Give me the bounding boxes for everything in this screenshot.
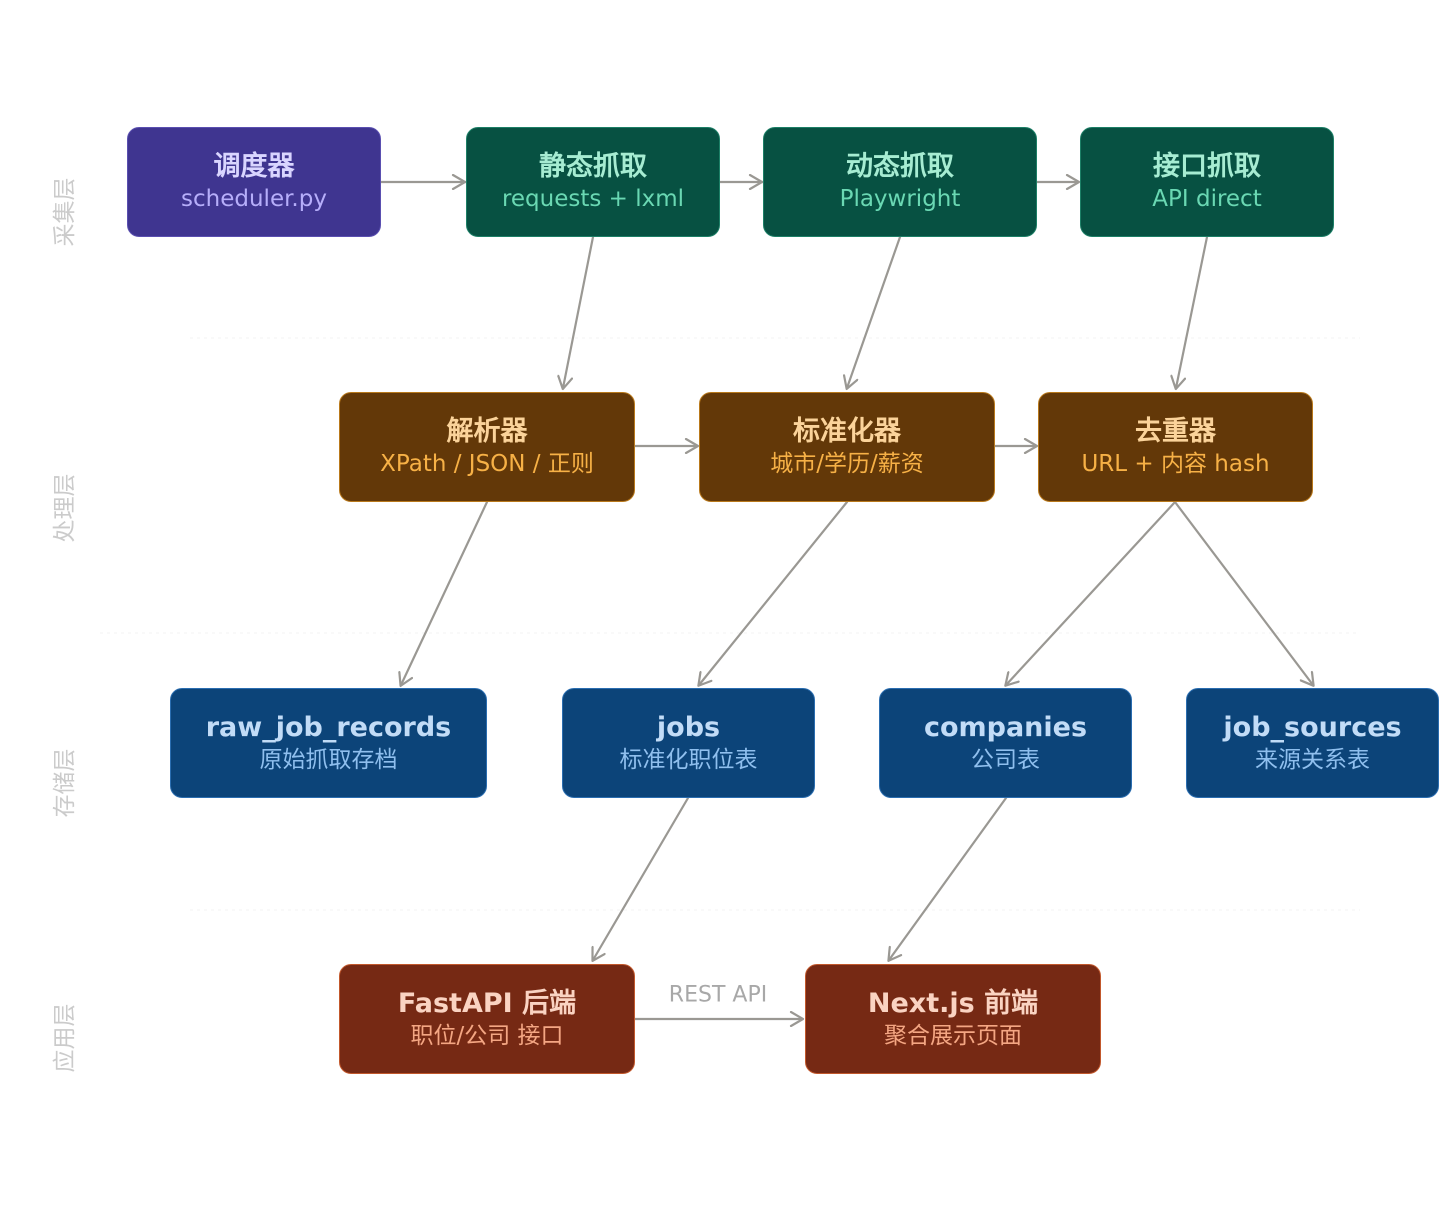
node-subtitle: 职位/公司 接口 (410, 1023, 564, 1049)
node-subtitle: Playwright (839, 186, 961, 212)
edge-api-to-dedup (1176, 235, 1209, 388)
node-subtitle: 城市/学历/薪资 (770, 451, 924, 477)
edges (379, 182, 1313, 1019)
node-subtitle: scheduler.py (181, 186, 327, 212)
node-title: 接口抓取 (1153, 151, 1261, 182)
node-parser: 解析器 XPath / JSON / 正则 (339, 392, 635, 502)
node-normalizer: 标准化器 城市/学历/薪资 (699, 392, 995, 502)
node-subtitle: 来源关系表 (1255, 747, 1370, 773)
edge-dynamic-to-normalizer (847, 235, 902, 388)
node-companies: companies 公司表 (879, 688, 1132, 798)
node-subtitle: URL + 内容 hash (1081, 451, 1270, 477)
edge-companies-to-nextjs (889, 796, 1008, 960)
layer-label-process: 处理层 (52, 473, 78, 543)
node-api-fetch: 接口抓取 API direct (1080, 127, 1334, 237)
node-title: FastAPI 后端 (397, 988, 577, 1019)
layer-label-app: 应用层 (52, 1003, 78, 1073)
node-title: 去重器 (1135, 416, 1216, 447)
node-subtitle: requests + lxml (501, 186, 685, 212)
node-title: 标准化器 (793, 416, 901, 447)
node-fastapi: FastAPI 后端 职位/公司 接口 (339, 964, 635, 1074)
node-title: 静态抓取 (539, 151, 647, 182)
edge-dedup-to-job-sources (1173, 500, 1313, 685)
node-title: Next.js 前端 (867, 988, 1039, 1019)
edge-jobs-to-fastapi (593, 796, 690, 960)
node-title: jobs (656, 712, 721, 743)
node-dynamic-fetch: 动态抓取 Playwright (763, 127, 1037, 237)
node-subtitle: 公司表 (971, 747, 1040, 773)
node-title: job_sources (1223, 712, 1402, 743)
edge-label-rest-api: REST API (668, 982, 768, 1008)
layer-separators (100, 337, 1360, 911)
node-dedup: 去重器 URL + 内容 hash (1038, 392, 1313, 502)
node-title: companies (923, 712, 1088, 743)
node-title: raw_job_records (205, 712, 452, 743)
node-subtitle: 标准化职位表 (619, 747, 758, 773)
node-title: 调度器 (213, 151, 295, 182)
node-nextjs: Next.js 前端 聚合展示页面 (805, 964, 1101, 1074)
edge-dedup-to-companies (1006, 500, 1177, 685)
node-job-sources: job_sources 来源关系表 (1186, 688, 1439, 798)
edge-static-to-parser (563, 235, 595, 388)
node-title: 解析器 (446, 416, 528, 447)
edge-parser-to-raw (401, 500, 489, 685)
node-raw-job-records: raw_job_records 原始抓取存档 (170, 688, 487, 798)
node-title: 动态抓取 (846, 151, 954, 182)
node-subtitle: 原始抓取存档 (259, 747, 398, 773)
node-jobs: jobs 标准化职位表 (562, 688, 815, 798)
node-subtitle: 聚合展示页面 (884, 1023, 1022, 1049)
node-scheduler: 调度器 scheduler.py (127, 127, 381, 237)
edge-normalizer-to-jobs (699, 500, 849, 685)
node-static-fetch: 静态抓取 requests + lxml (466, 127, 720, 237)
node-subtitle: XPath / JSON / 正则 (380, 451, 594, 477)
layer-label-storage: 存储层 (52, 748, 78, 818)
layer-label-collect: 采集层 (52, 177, 78, 247)
node-subtitle: API direct (1152, 186, 1262, 212)
